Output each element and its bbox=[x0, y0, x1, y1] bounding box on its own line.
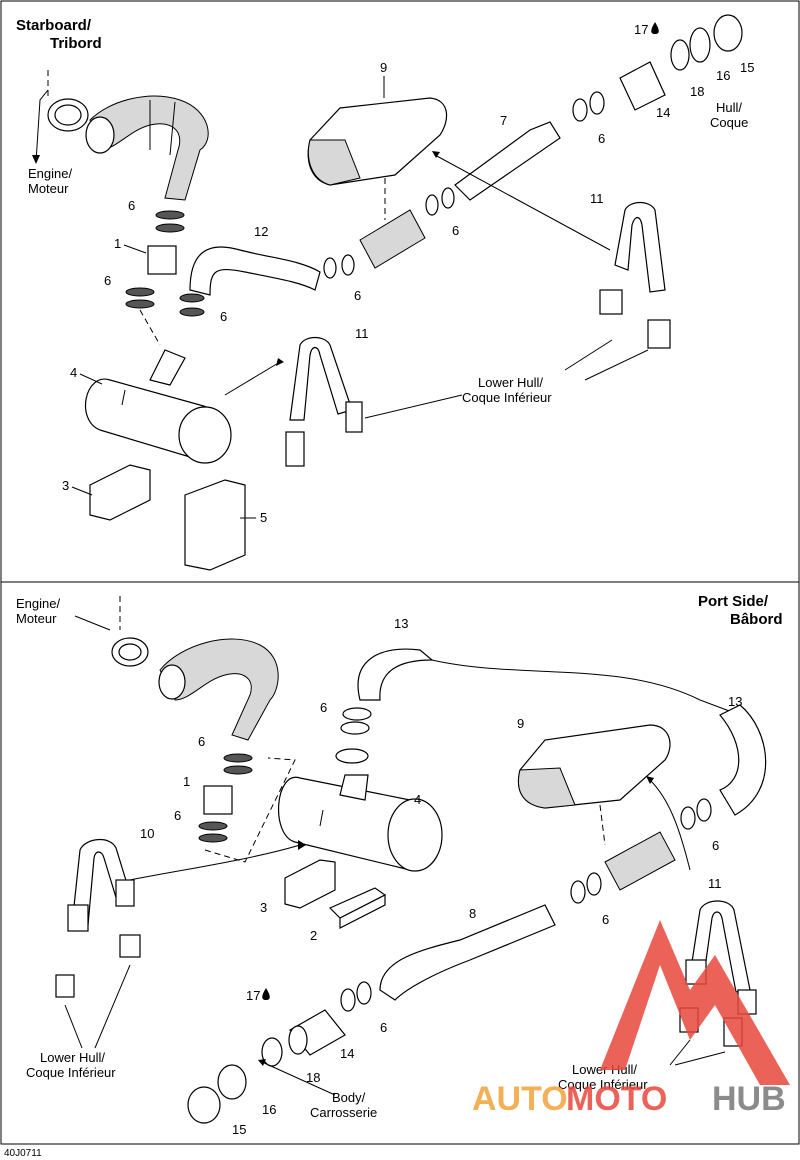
top-clamps-left bbox=[125, 210, 205, 346]
top-resonator-flex bbox=[359, 209, 426, 269]
bottom-resonator-flex bbox=[604, 831, 676, 891]
watermark-moto: MOTO bbox=[566, 1080, 667, 1118]
top-callout-14: 14 bbox=[656, 105, 670, 120]
bottom-callout-1: 1 bbox=[183, 774, 190, 789]
nut-15-bottom bbox=[187, 1086, 221, 1124]
figure-code: 40J0711 bbox=[4, 1148, 42, 1159]
top-airbox-9 bbox=[307, 97, 448, 220]
top-callout-6b: 6 bbox=[104, 273, 111, 288]
watermark-hub: HUB bbox=[712, 1080, 786, 1118]
top-callout-11a: 11 bbox=[590, 191, 604, 206]
bottom-callout-17: 17 bbox=[246, 988, 260, 1003]
top-callout-6d: 6 bbox=[354, 288, 361, 303]
top-title-line2: Tribord bbox=[50, 35, 102, 52]
bottom-muffler bbox=[277, 774, 443, 872]
bottom-callout-6d: 6 bbox=[712, 838, 719, 853]
bottom-callout-6b: 6 bbox=[198, 734, 205, 749]
bottom-callout-11: 11 bbox=[708, 876, 722, 891]
top-lower-hull-label-2: Coque Inférieur bbox=[462, 390, 552, 405]
pipe-7 bbox=[454, 121, 561, 201]
bottom-engine-label-2: Moteur bbox=[16, 611, 57, 626]
top-callout-3: 3 bbox=[62, 478, 69, 493]
bottom-grease-drop-icon bbox=[262, 988, 270, 1000]
bottom-callout-9: 9 bbox=[517, 716, 524, 731]
top-exhaust-manifold bbox=[85, 95, 209, 201]
top-callout-17: 17 bbox=[634, 22, 648, 37]
top-engine-connection: Engine/ Moteur bbox=[28, 70, 89, 196]
bottom-lower-hull-left-2: Coque Inférieur bbox=[26, 1065, 116, 1080]
top-callout-5: 5 bbox=[260, 510, 267, 525]
top-engine-label-2: Moteur bbox=[28, 181, 69, 196]
bottom-engine-label-1: Engine/ bbox=[16, 596, 60, 611]
top-grease-drop-icon bbox=[651, 22, 659, 34]
top-callout-6f: 6 bbox=[598, 131, 605, 146]
hose-13-right bbox=[719, 704, 767, 816]
bottom-callout-13b: 13 bbox=[728, 694, 742, 709]
bottom-callout-4: 4 bbox=[414, 792, 421, 807]
ring-16-bottom bbox=[217, 1064, 247, 1100]
hose-12 bbox=[189, 246, 321, 296]
top-callout-18: 18 bbox=[690, 84, 704, 99]
ring-16 bbox=[689, 27, 711, 63]
top-callout-12: 12 bbox=[254, 224, 268, 239]
bottom-title-line1: Port Side/ bbox=[698, 593, 769, 610]
coupler-1-bottom bbox=[203, 785, 233, 815]
bottom-callout-10: 10 bbox=[140, 826, 154, 841]
bottom-callout-18: 18 bbox=[306, 1070, 320, 1085]
hose-13-upper bbox=[357, 648, 434, 701]
outlet-14 bbox=[619, 61, 666, 111]
strap-11-left bbox=[289, 336, 353, 421]
bottom-lower-hull-right-2: Coque Inférieur bbox=[558, 1077, 648, 1092]
watermark-auto: AUTO bbox=[472, 1080, 568, 1118]
top-panel: Starboard/ Tribord Engine/ Moteur bbox=[16, 14, 754, 571]
top-engine-label-1: Engine/ bbox=[28, 166, 72, 181]
bottom-callout-16: 16 bbox=[262, 1102, 276, 1117]
top-muffler bbox=[85, 349, 232, 464]
bottom-callout-13a: 13 bbox=[394, 616, 408, 631]
top-callout-6a: 6 bbox=[128, 198, 135, 213]
bottom-lower-hull-left-1: Lower Hull/ bbox=[40, 1050, 105, 1065]
pipe-8 bbox=[379, 904, 556, 1001]
nut-15 bbox=[713, 14, 743, 52]
bottom-callout-6a: 6 bbox=[320, 700, 327, 715]
top-callout-15: 15 bbox=[740, 60, 754, 75]
top-callout-9: 9 bbox=[380, 60, 387, 75]
strap-11-right bbox=[614, 201, 666, 293]
top-hull-label-2: Coque bbox=[710, 115, 748, 130]
bottom-callout-15: 15 bbox=[232, 1122, 246, 1137]
bottom-callout-2: 2 bbox=[310, 928, 317, 943]
top-callout-6e: 6 bbox=[452, 223, 459, 238]
top-callout-11b: 11 bbox=[355, 326, 369, 341]
seal-18-bottom bbox=[261, 1037, 283, 1067]
bottom-callout-14: 14 bbox=[340, 1046, 354, 1061]
bottom-exhaust-manifold bbox=[111, 637, 279, 741]
top-hull-label-1: Hull/ bbox=[716, 100, 742, 115]
support-3 bbox=[89, 464, 151, 521]
coupler-1 bbox=[147, 245, 177, 275]
watermark-logo-icon bbox=[600, 920, 790, 1085]
body-label-1: Body/ bbox=[332, 1090, 366, 1105]
body-label-2: Carrosserie bbox=[310, 1105, 377, 1120]
top-callout-7: 7 bbox=[500, 113, 507, 128]
top-callout-6c: 6 bbox=[220, 309, 227, 324]
bottom-callout-6f: 6 bbox=[380, 1020, 387, 1035]
bottom-callout-6e: 6 bbox=[602, 912, 609, 927]
top-callout-16: 16 bbox=[716, 68, 730, 83]
support-5 bbox=[184, 479, 246, 571]
top-callout-1: 1 bbox=[114, 236, 121, 251]
top-lower-hull-label-1: Lower Hull/ bbox=[478, 375, 543, 390]
bottom-panel: Port Side/ Bâbord Engine/ Moteur bbox=[16, 593, 783, 1137]
automotohub-watermark: AUTO MOTO HUB bbox=[472, 920, 790, 1118]
top-callout-4: 4 bbox=[70, 365, 77, 380]
bottom-title-line2: Bâbord bbox=[730, 611, 783, 628]
top-title-line1: Starboard/ bbox=[16, 17, 92, 34]
bottom-airbox-9 bbox=[517, 724, 671, 846]
seal-18 bbox=[670, 39, 690, 71]
bottom-callout-3: 3 bbox=[260, 900, 267, 915]
bottom-callout-6c: 6 bbox=[174, 808, 181, 823]
support-3-bottom bbox=[284, 859, 336, 909]
bottom-callout-8: 8 bbox=[469, 906, 476, 921]
